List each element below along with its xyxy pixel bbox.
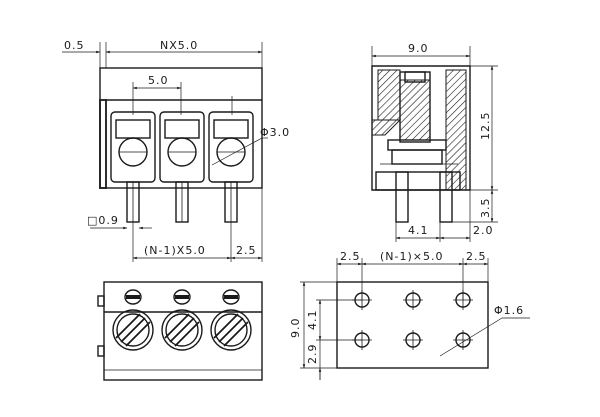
- front-slot-2: [159, 111, 205, 223]
- dim-pcb-hole-dia: Φ1.6: [494, 304, 524, 317]
- dim-span-pitch: (N-1)X5.0: [144, 244, 206, 257]
- side-view: 9.0 12.5 3.5 4.1 2.0: [371, 42, 498, 242]
- dim-pcb-left: 2.5: [340, 250, 361, 263]
- pcb-layout: 2.5 (N-1)×5.0 2.5 Φ1.6: [289, 250, 530, 380]
- dim-pitch: 5.0: [148, 74, 169, 87]
- dim-top-offset: 0.5: [64, 39, 85, 52]
- top-view: [97, 281, 263, 381]
- front-slot-1: [110, 111, 156, 223]
- top-terminal-2: [161, 289, 203, 351]
- dim-pin-length: 3.5: [479, 198, 492, 219]
- dim-pcb-row: 4.1: [306, 310, 319, 331]
- dim-side-height: 12.5: [479, 112, 492, 141]
- dim-pin-offset-b: 2.0: [473, 224, 494, 237]
- dim-hole-dia: Φ3.0: [260, 126, 290, 139]
- pcb-holes: [352, 290, 473, 350]
- dim-side-width: 9.0: [408, 42, 429, 55]
- dim-pcb-right: 2.5: [466, 250, 487, 263]
- front-view: 0.5 NX5.0 5.0: [62, 39, 290, 262]
- dim-right-margin: 2.5: [236, 244, 257, 257]
- front-slot-3: [208, 111, 254, 223]
- top-terminal-3: [210, 289, 252, 351]
- top-terminal-1: [112, 289, 154, 351]
- dim-total-width: NX5.0: [160, 39, 198, 52]
- dim-pin-offset-a: 4.1: [408, 224, 429, 237]
- dim-pcb-span: (N-1)×5.0: [380, 250, 444, 263]
- dim-pcb-height: 9.0: [289, 318, 302, 339]
- dim-pcb-bottom: 2.9: [306, 344, 319, 365]
- dim-pin-square: □0.9: [87, 214, 119, 227]
